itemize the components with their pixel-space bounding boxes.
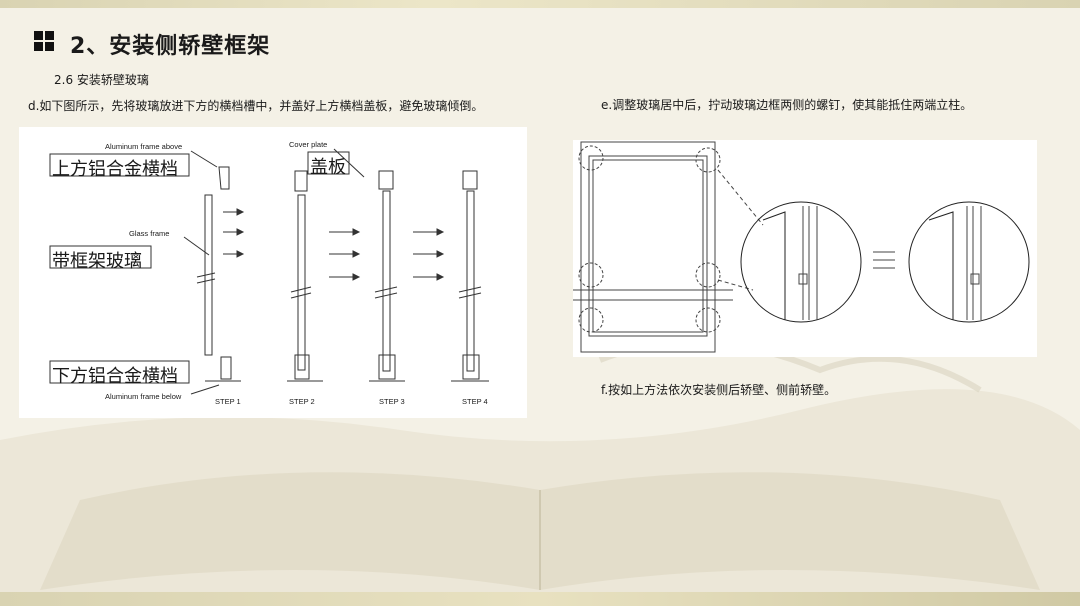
grid-four-squares-icon (34, 31, 54, 51)
label-cover-plate-cn: 盖板 (310, 157, 346, 178)
step-e-text: e.调整玻璃居中后，拧动玻璃边框两侧的螺钉，使其能抵住两端立柱。 (601, 98, 973, 112)
bottom-decor-band (0, 592, 1080, 606)
label-glass-frame-en: Glass frame (129, 229, 170, 238)
step-3-label: STEP 3 (379, 397, 405, 406)
label-lower-frame-cn: 下方铝合金横档 (52, 366, 178, 387)
label-cover-plate-en: Cover plate (289, 140, 328, 149)
left-installation-diagram: 上方铝合金横档 Aluminum frame above 带框架玻璃 Glass… (19, 127, 527, 418)
label-upper-frame-cn: 上方铝合金横档 (52, 159, 178, 180)
step-d-text: d.如下图所示，先将玻璃放进下方的横档槽中，并盖好上方横档盖板，避免玻璃倾倒。 (28, 99, 484, 113)
step-f-text: f.按如上方法依次安装侧后轿壁、侧前轿壁。 (601, 383, 837, 397)
right-diagram-drawing (573, 141, 1030, 353)
step-2-label: STEP 2 (289, 397, 315, 406)
section-subtitle: 2.6 安装轿壁玻璃 (54, 73, 149, 87)
step-1-label: STEP 1 (215, 397, 241, 406)
left-diagram-drawing (49, 148, 489, 395)
right-adjustment-diagram (573, 140, 1037, 357)
label-upper-frame-en: Aluminum frame above (105, 142, 183, 151)
label-glass-frame-cn: 带框架玻璃 (52, 251, 142, 272)
page-title: 2、安装侧轿壁框架 (70, 34, 271, 59)
top-decor-band (0, 0, 1080, 8)
step-4-label: STEP 4 (462, 397, 488, 406)
background-book-illustration (0, 339, 1080, 606)
label-lower-frame-en: Aluminum frame below (105, 392, 182, 401)
